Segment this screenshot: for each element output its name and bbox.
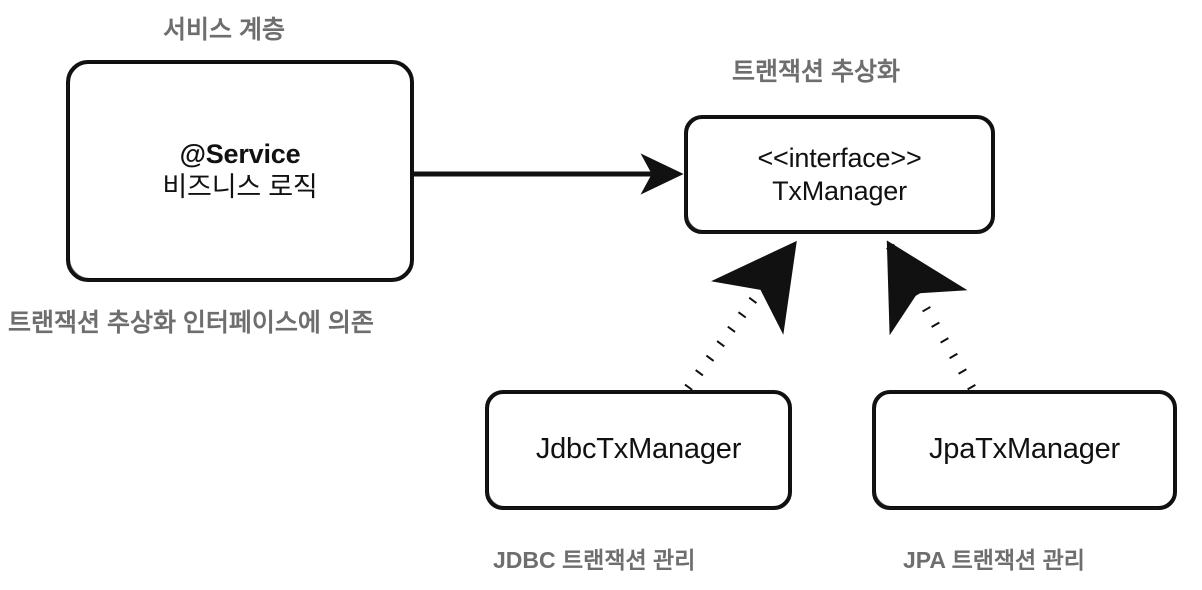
node-service-line-1: @Service (179, 139, 301, 170)
caption-tx-abstraction: 트랜잭션 추상화 (732, 58, 900, 86)
node-jpa-name: JpaTxManager (928, 433, 1121, 466)
node-jpa-tx-manager[interactable]: JpaTxManager (872, 390, 1177, 510)
connector-jdbc-implements-interface (684, 240, 797, 391)
node-jdbc-name: JdbcTxManager (535, 433, 742, 466)
caption-jpa-tx-management: JPA 트랜잭션 관리 (903, 547, 1085, 573)
node-tx-manager-interface[interactable]: <<interface>> TxManager (684, 115, 995, 234)
caption-jdbc-tx-management: JDBC 트랜잭션 관리 (493, 547, 696, 573)
node-jdbc-tx-manager[interactable]: JdbcTxManager (485, 390, 792, 510)
node-interface-name: TxManager (772, 175, 907, 206)
node-service-line-2: 비즈니스 로직 (162, 172, 318, 202)
connector-jpa-implements-interface (886, 240, 976, 391)
caption-depends-on-interface: 트랜잭션 추상화 인터페이스에 의존 (8, 309, 374, 337)
caption-service-layer: 서비스 계층 (163, 16, 285, 44)
node-service-layer[interactable]: @Service 비즈니스 로직 (66, 60, 414, 282)
node-interface-stereotype: <<interface>> (757, 142, 922, 173)
